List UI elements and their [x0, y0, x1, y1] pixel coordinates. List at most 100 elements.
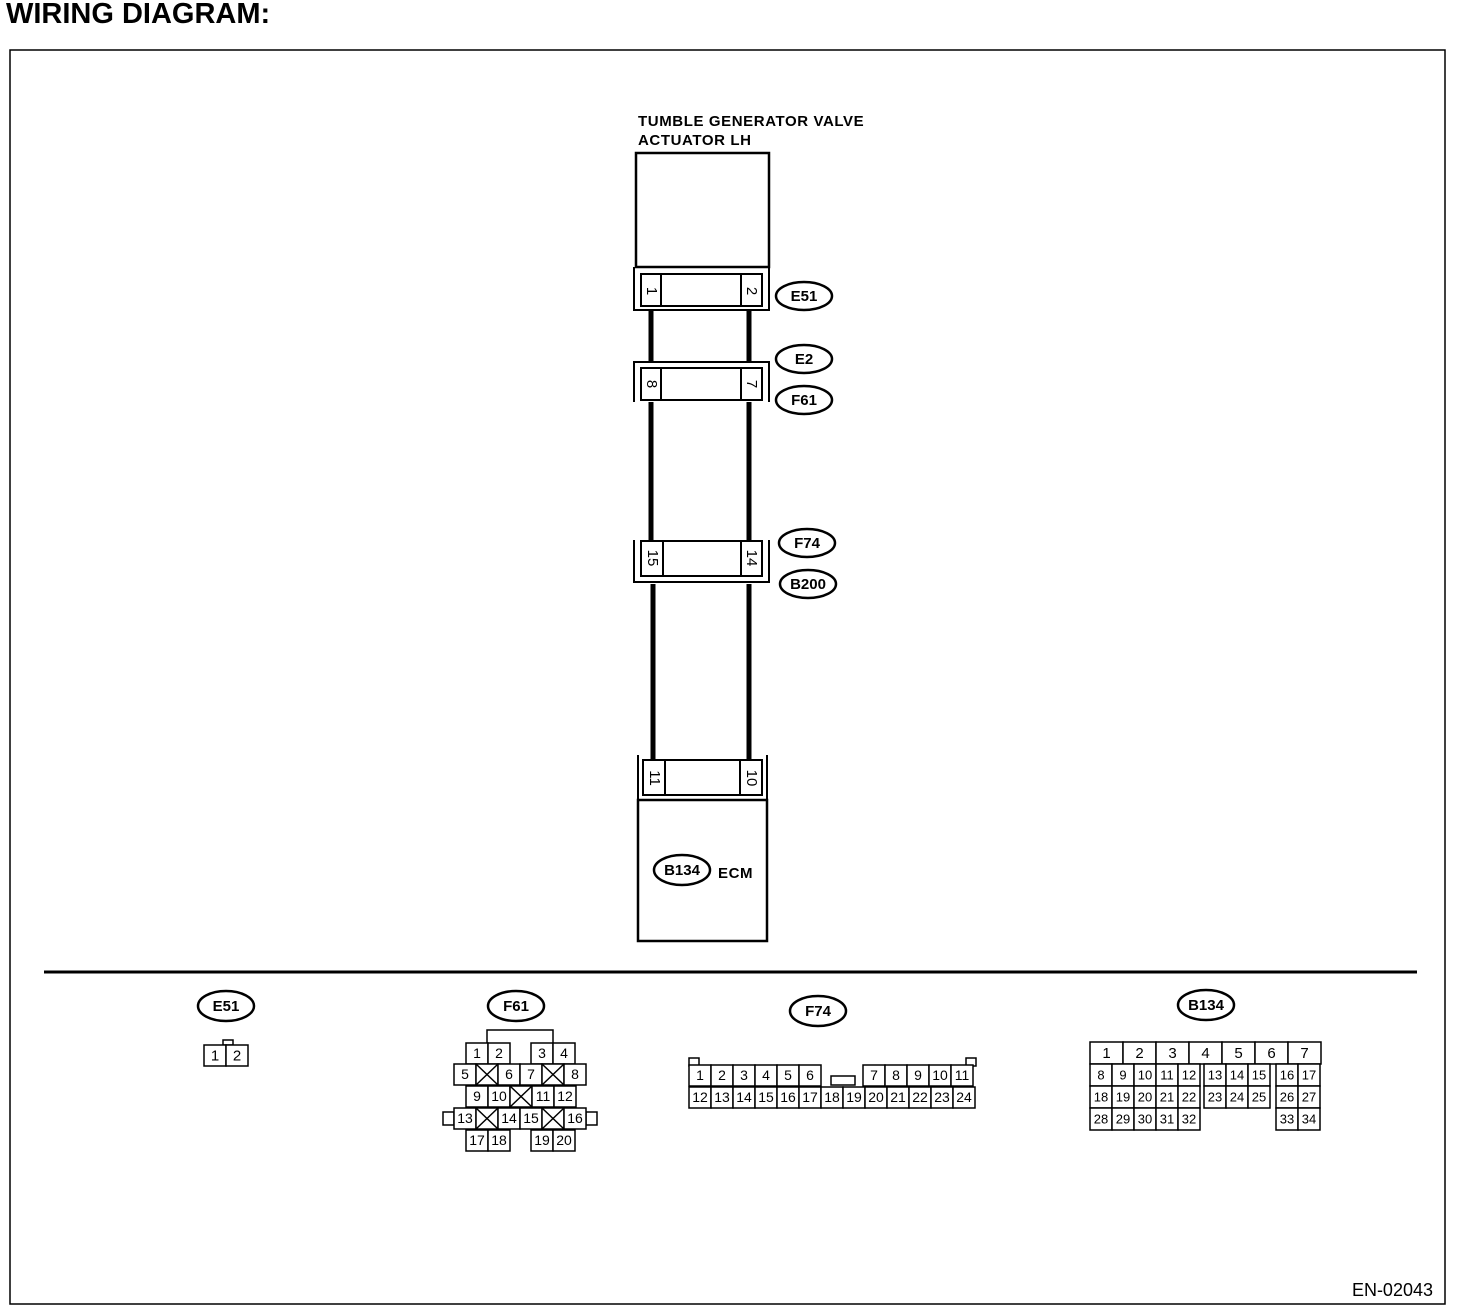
view-tag-e51: E51: [196, 989, 256, 1023]
pin-label-f61-4: 4: [560, 1045, 568, 1061]
pin-label-f61-1: 1: [473, 1045, 481, 1061]
pin-label-b134-24: 24: [1230, 1089, 1244, 1104]
pin-label-b134-9: 9: [1119, 1067, 1126, 1082]
pin-label-b134-4: 4: [1201, 1045, 1209, 1062]
connector-e2-f61: 8 7: [633, 361, 770, 402]
cell-f74-11: [950, 1064, 974, 1087]
pin-f74-14: 14: [743, 550, 760, 567]
pin-label-f74-23: 23: [934, 1089, 950, 1105]
pin-label-b134-25: 25: [1252, 1089, 1266, 1104]
pin-e51-2: 2: [743, 287, 760, 295]
cell-f61-16: [563, 1107, 587, 1130]
pin-label-f61-8: 8: [571, 1066, 579, 1082]
f61-blank-b-stroke-b: [541, 1063, 565, 1086]
pin-label-b134-20: 20: [1138, 1089, 1152, 1104]
pin-label-f61-13: 13: [457, 1110, 473, 1126]
cell-f74-24: [952, 1086, 976, 1109]
pin-label-e51-2: 2: [233, 1047, 241, 1064]
pin-label-f74-24: 24: [956, 1089, 972, 1105]
pin-label-f61-20: 20: [556, 1132, 572, 1148]
tag-f74: F74: [777, 527, 837, 559]
pin-label-b134-23: 23: [1208, 1089, 1222, 1104]
cell-e51-2: [225, 1044, 249, 1067]
tag-ecm-b134: B134: [652, 853, 712, 887]
pin-e2-7: 7: [743, 380, 760, 388]
pin-label-f74-20: 20: [868, 1089, 884, 1105]
svg-text:B134: B134: [1188, 997, 1225, 1014]
diagram-frame: [9, 49, 1446, 1305]
svg-text:B200: B200: [790, 576, 826, 593]
tag-e2: E2: [774, 343, 834, 375]
pin-label-f74-5: 5: [784, 1067, 792, 1083]
pin-label-f74-8: 8: [892, 1067, 900, 1083]
pin-label-f74-11: 11: [955, 1067, 970, 1083]
connector-b134: 11 10: [637, 755, 768, 801]
pin-label-f61-2: 2: [495, 1045, 503, 1061]
svg-text:F61: F61: [503, 998, 529, 1015]
svg-text:E2: E2: [795, 351, 813, 368]
svg-text:E51: E51: [791, 288, 818, 305]
component-top-label-1: TUMBLE GENERATOR VALVE: [638, 113, 864, 130]
pin-label-b134-30: 30: [1138, 1111, 1152, 1126]
pin-label-f61-7: 7: [527, 1066, 535, 1082]
pin-label-b134-13: 13: [1208, 1067, 1222, 1082]
cell-b134-25: [1247, 1085, 1271, 1109]
cell-f61-20: [552, 1129, 576, 1152]
pin-f74-15: 15: [644, 550, 661, 567]
cell-b134-34: [1297, 1107, 1321, 1131]
svg-text:F61: F61: [791, 392, 817, 409]
pin-label-b134-22: 22: [1182, 1089, 1196, 1104]
pin-label-f74-16: 16: [780, 1089, 796, 1105]
tag-f61: F61: [774, 384, 834, 416]
cell-f61-18: [487, 1129, 511, 1152]
tag-e51: E51: [774, 280, 834, 312]
pin-b134-10: 10: [743, 770, 760, 787]
pin-label-f74-9: 9: [914, 1067, 922, 1083]
pin-label-f74-1: 1: [696, 1067, 704, 1083]
pin-label-b134-7: 7: [1300, 1045, 1308, 1062]
pin-label-b134-1: 1: [1102, 1045, 1110, 1062]
pin-label-b134-27: 27: [1302, 1089, 1316, 1104]
pin-label-f74-7: 7: [870, 1067, 878, 1083]
pin-label-f61-9: 9: [473, 1088, 481, 1104]
svg-text:F74: F74: [805, 1003, 832, 1020]
f61-blank-c-stroke-b: [509, 1085, 533, 1108]
pin-label-f61-18: 18: [491, 1132, 507, 1148]
pin-label-b134-32: 32: [1182, 1111, 1196, 1126]
pin-label-f74-18: 18: [824, 1089, 840, 1105]
pin-label-b134-8: 8: [1097, 1067, 1104, 1082]
pin-label-f61-15: 15: [523, 1110, 539, 1126]
pin-label-b134-15: 15: [1252, 1067, 1266, 1082]
pin-label-f61-5: 5: [461, 1066, 469, 1082]
pin-label-f74-13: 13: [714, 1089, 730, 1105]
pin-label-b134-11: 11: [1160, 1067, 1174, 1082]
pin-label-b134-28: 28: [1094, 1111, 1108, 1126]
pin-label-f61-14: 14: [501, 1110, 517, 1126]
pin-label-b134-3: 3: [1168, 1045, 1176, 1062]
pin-label-f74-10: 10: [932, 1067, 948, 1083]
pin-label-f61-10: 10: [491, 1088, 507, 1104]
pin-label-f74-12: 12: [692, 1089, 708, 1105]
pin-label-b134-12: 12: [1182, 1067, 1196, 1082]
pin-label-f61-16: 16: [567, 1110, 583, 1126]
pin-e2-8: 8: [643, 380, 660, 388]
pin-b134-11: 11: [646, 770, 663, 786]
pin-label-f61-11: 11: [536, 1088, 551, 1104]
document-code: EN-02043: [1352, 1280, 1433, 1300]
pin-label-b134-17: 17: [1302, 1067, 1316, 1082]
pin-label-f74-19: 19: [846, 1089, 862, 1105]
cell-b134-32: [1177, 1107, 1201, 1131]
cell-f61-8: [563, 1063, 587, 1086]
pin-label-f74-15: 15: [758, 1089, 774, 1105]
pin-label-e51-1: 1: [211, 1047, 219, 1064]
cell-f74-6: [798, 1064, 822, 1087]
view-tag-f61: F61: [486, 989, 546, 1023]
pin-label-b134-14: 14: [1230, 1067, 1244, 1082]
pin-label-f74-21: 21: [890, 1089, 906, 1105]
connector-e51: 1 2: [633, 267, 770, 311]
